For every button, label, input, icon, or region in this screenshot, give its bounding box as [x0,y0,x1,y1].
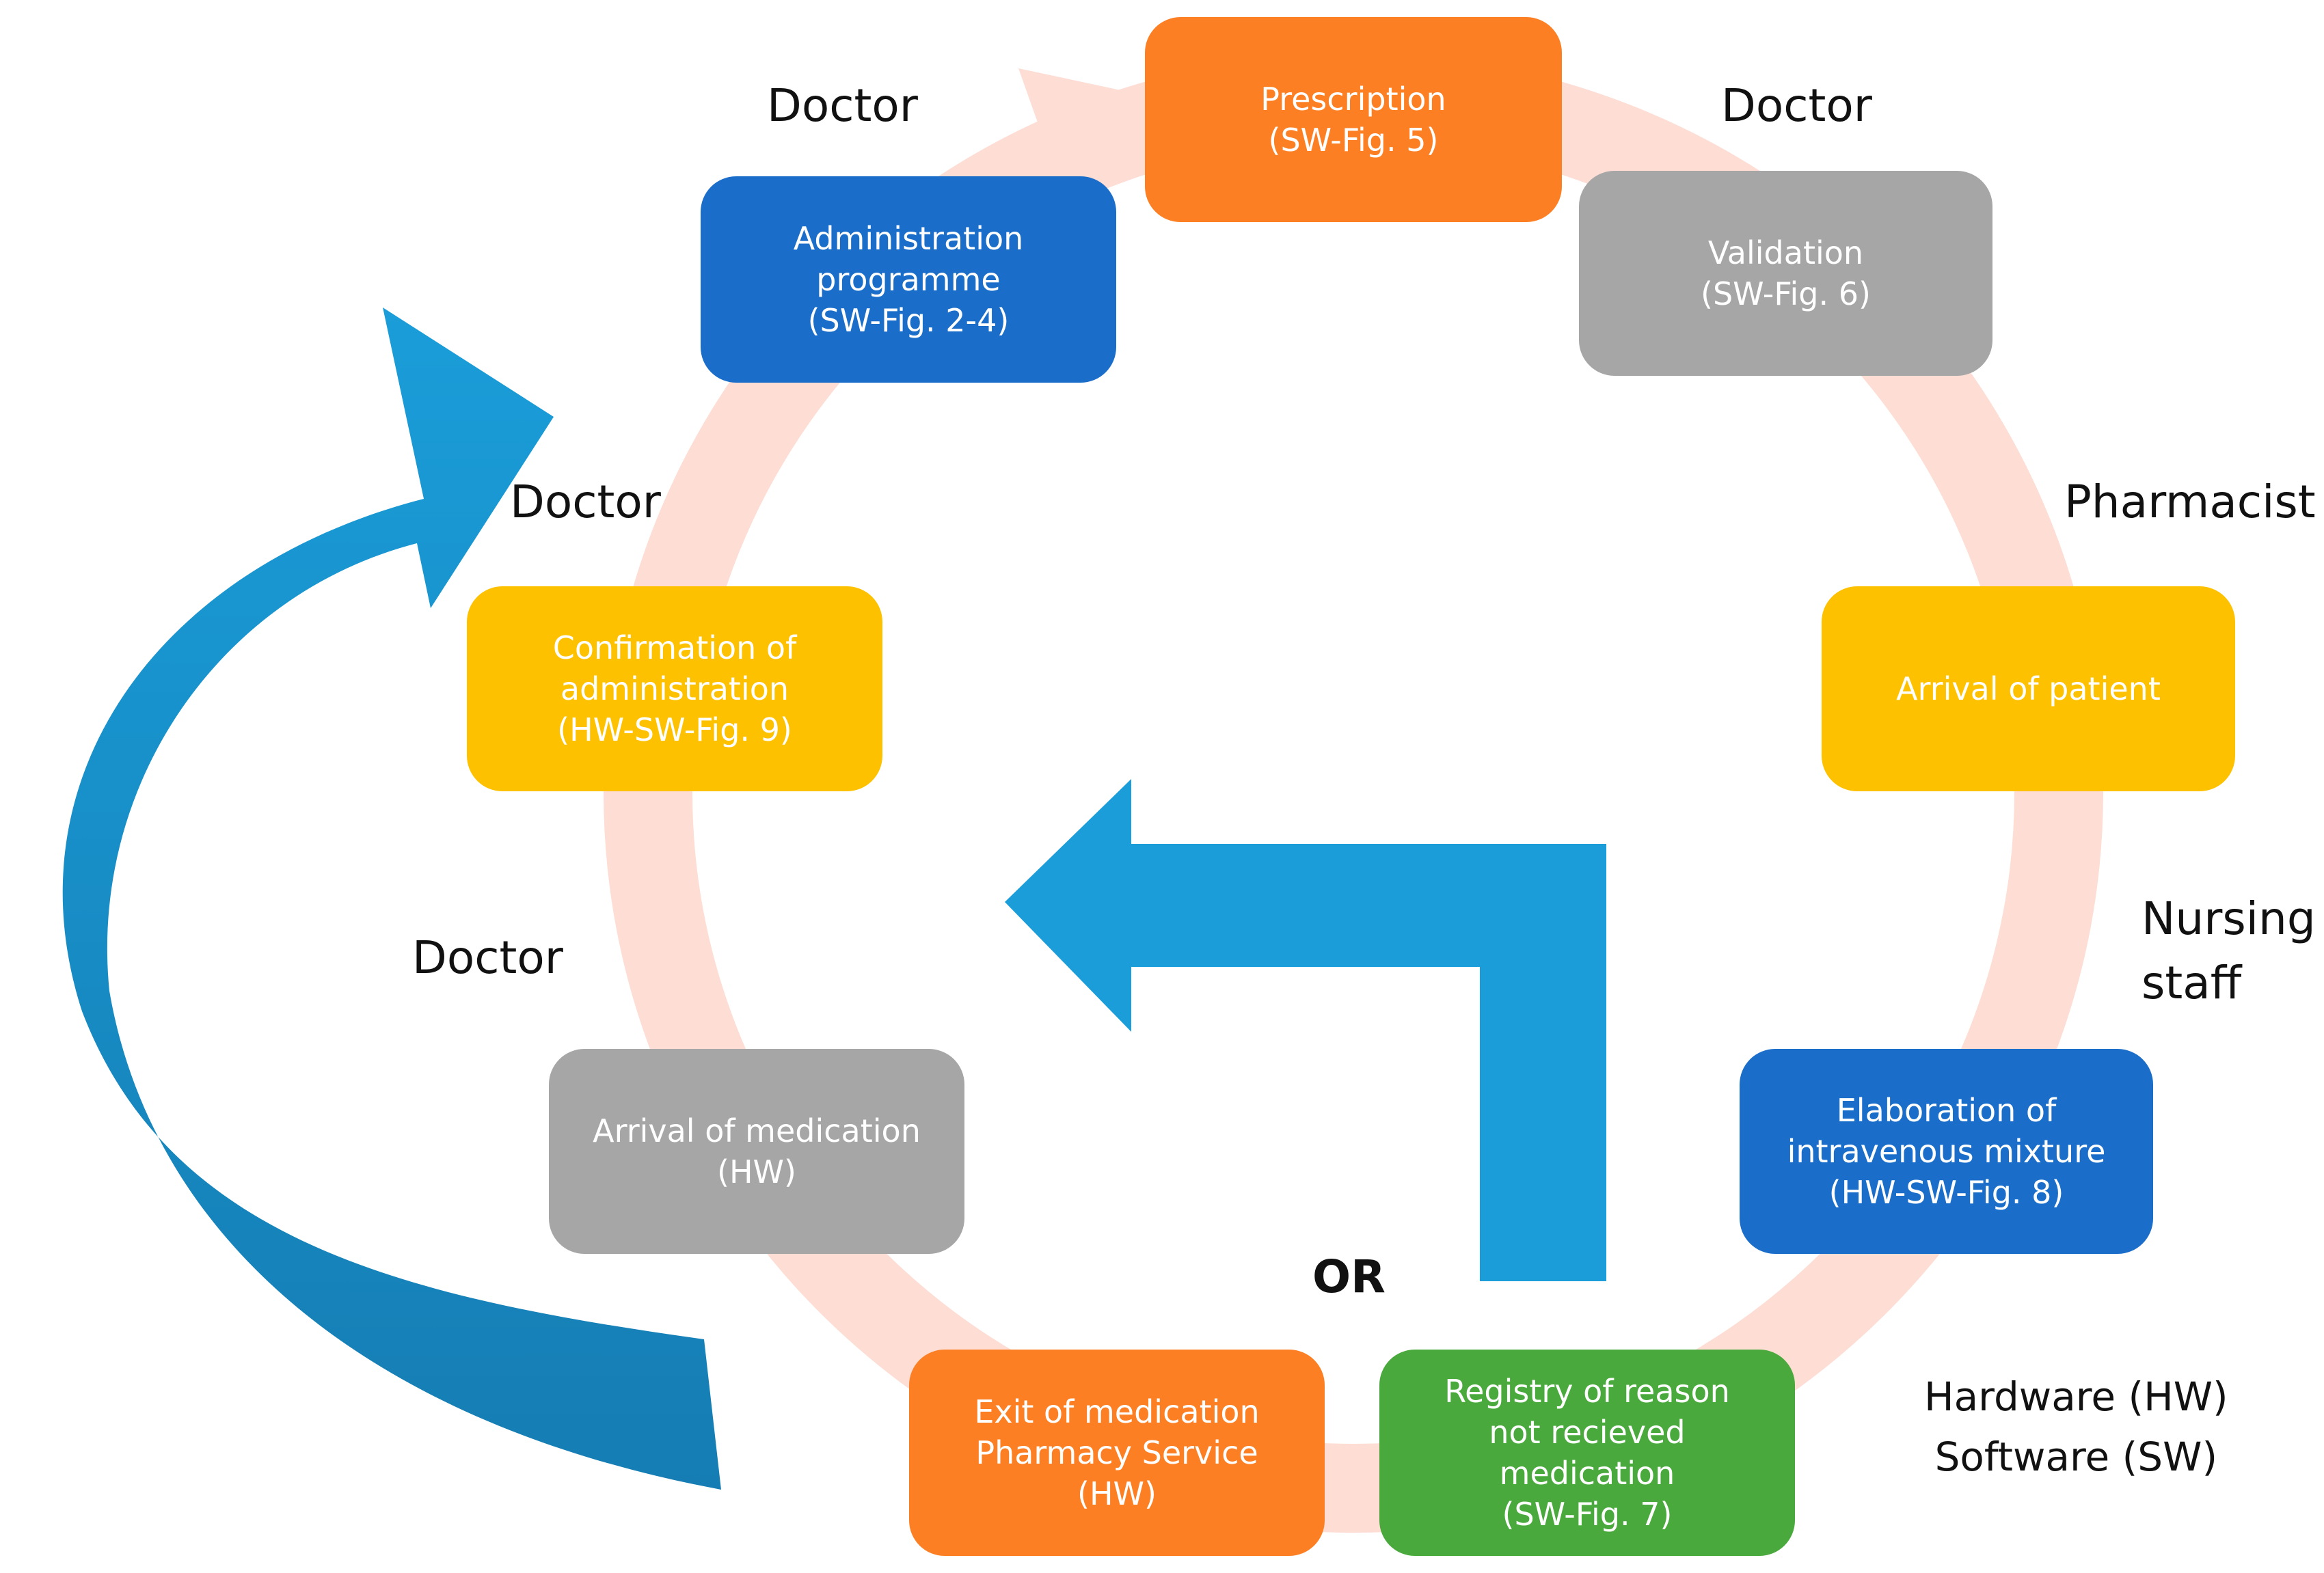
role-doctor-top-left: Doctor [767,79,918,132]
step-validation-line-1: Validation [1707,234,1864,271]
step-exit-of-medication: Exit of medication Pharmacy Service (HW) [909,1350,1325,1556]
step-registry-line-1: Registry of reason [1444,1373,1730,1410]
step-confirmation-line-2: administration [560,670,789,707]
role-doctor-lower-left: Doctor [412,931,563,984]
step-confirmation: Confirmation of administration (HW-SW-Fi… [467,586,882,791]
step-administration-programme-line-1: Administration [793,220,1024,257]
step-confirmation-line-3: (HW-SW-Fig. 9) [557,711,792,748]
step-confirmation-line-1: Confirmation of [552,629,797,666]
step-elaboration: Elaboration of intravenous mixture (HW-S… [1740,1049,2153,1254]
step-elaboration-line-1: Elaboration of [1836,1092,2057,1129]
step-arrival-of-patient: Arrival of patient [1822,586,2235,791]
step-administration-programme-line-2: programme [816,261,1001,298]
role-nursing-staff: Nursing staff [2141,887,2316,1015]
or-label: OR [1312,1250,1386,1303]
step-validation-line-2: (SW-Fig. 6) [1701,275,1871,312]
return-elbow-arrow [1005,779,1606,1281]
step-arrival-of-patient-line-1: Arrival of patient [1896,670,2161,707]
step-registry: Registry of reason not recieved medicati… [1379,1350,1795,1556]
step-prescription: Prescription (SW-Fig. 5) [1145,17,1562,222]
cycle-ring-arrowhead [1018,68,1162,174]
step-arrival-of-medication-line-2: (HW) [717,1153,796,1190]
step-administration-programme: Administration programme (SW-Fig. 2-4) [701,176,1116,383]
step-prescription-line-2: (SW-Fig. 5) [1268,122,1439,159]
role-nursing-staff-line-1: Nursing [2141,892,2316,945]
legend: Hardware (HW) Software (SW) [1924,1367,2228,1487]
return-curved-arrow [62,307,722,1490]
role-nursing-staff-line-2: staff [2141,957,2242,1009]
step-exit-of-medication-line-1: Exit of medication [974,1393,1260,1430]
step-registry-line-3: (SW-Fig. 7) [1502,1496,1673,1533]
step-exit-of-medication-line-2: Pharmacy Service [975,1434,1258,1471]
role-doctor-top-right: Doctor [1721,79,1872,132]
step-prescription-line-1: Prescription [1260,81,1446,118]
role-doctor-mid-left: Doctor [510,476,661,528]
legend-hardware: Hardware (HW) [1924,1373,2228,1420]
step-elaboration-line-2: intravenous mixture [1787,1133,2106,1170]
step-arrival-of-medication-line-1: Arrival of medication [593,1112,921,1149]
step-validation: Validation (SW-Fig. 6) [1579,171,1992,376]
step-elaboration-line-3: (HW-SW-Fig. 8) [1828,1174,2064,1211]
role-pharmacist: Pharmacist [2064,476,2316,528]
step-arrival-of-medication: Arrival of medication (HW) [549,1049,964,1254]
step-exit-of-medication-line-3: (HW) [1077,1475,1157,1512]
legend-software: Software (SW) [1934,1434,2218,1480]
step-administration-programme-line-3: (SW-Fig. 2-4) [807,302,1010,339]
step-registry-line-2: not recieved medication [1489,1414,1686,1492]
